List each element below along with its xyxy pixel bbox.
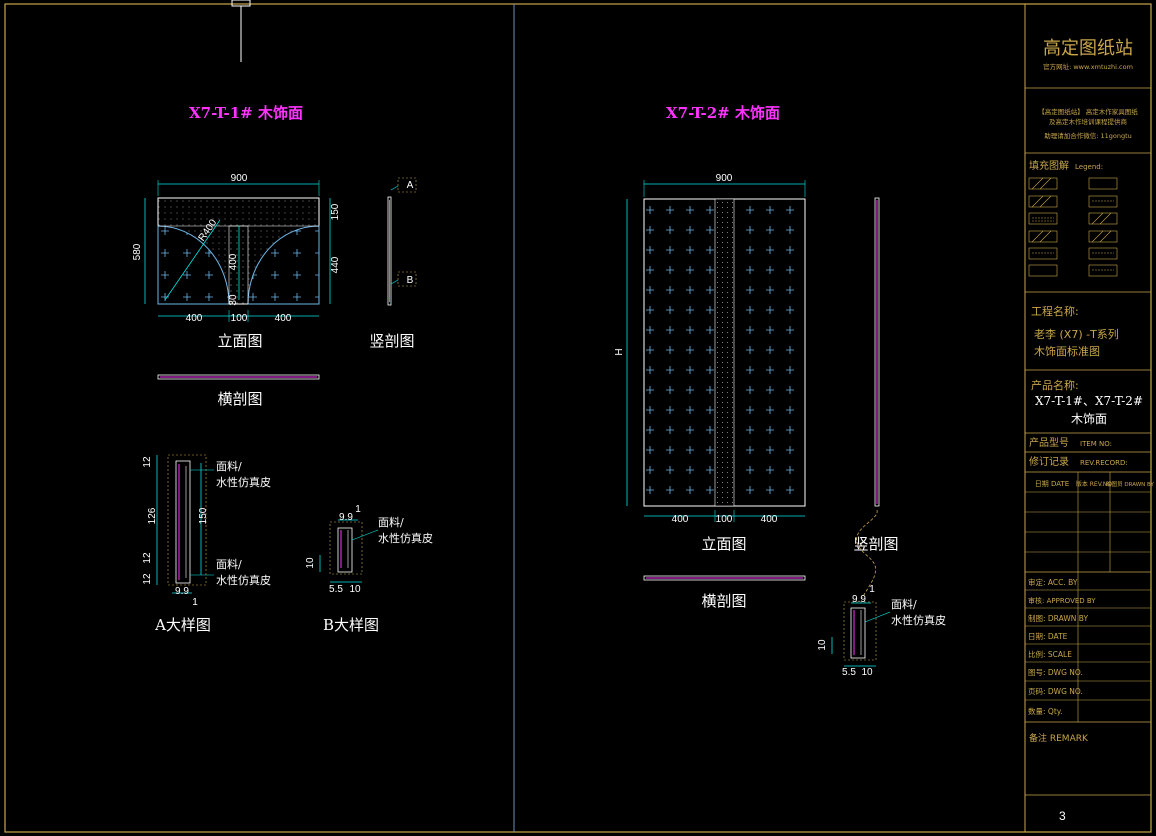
left-horizontal-section: [157, 374, 320, 380]
detail-a-note-top-1: 面料/: [216, 459, 242, 473]
detail-a-dim-150: 150: [198, 507, 209, 524]
row-date: 日期: DATE: [1028, 632, 1068, 641]
right-detail: [831, 601, 891, 667]
right-elevation: [626, 180, 806, 522]
title-block: [1025, 87, 1151, 796]
left-title: X7-T-1# 木饰面: [189, 104, 303, 122]
rev-col-rev: 版本 REV.NO: [1076, 480, 1113, 488]
right-vsection-label: 竖剖图: [853, 535, 898, 553]
row-approved-by: 审核: APPROVED BY: [1028, 596, 1096, 605]
project-value-1: 老李 (X7) -T系列: [1034, 327, 1119, 341]
detail-a-note-top-2: 水性仿真皮: [216, 475, 271, 489]
project-label: 工程名称:: [1031, 304, 1079, 318]
dim-top-band: 150: [330, 203, 341, 220]
rev-col-drawn: 绘图员 DRAWN BY: [1106, 480, 1154, 488]
row-acc-by: 审定: ACC. BY: [1028, 577, 1078, 587]
right-vertical-section: [856, 197, 880, 599]
promo-line-2: 及高定木作培训课程提供商: [1049, 117, 1128, 126]
detail-a-dim-126: 126: [147, 507, 158, 524]
right-detail-dim-5: 5.5: [842, 667, 856, 678]
right-dim-bottom-right: 400: [761, 514, 778, 525]
brand-title: 高定图纸站: [1043, 38, 1133, 59]
dim-bottom-right: 400: [275, 313, 292, 324]
marker-b: B: [407, 275, 414, 286]
detail-a-note-bot-1: 面料/: [216, 557, 242, 571]
page-number: 3: [1059, 809, 1066, 823]
promo-line-1: 【高定图纸站】 高定木作家具图纸: [1038, 107, 1138, 116]
detail-b-note-1: 面料/: [378, 515, 404, 529]
promo-line-3: 助理请加合作微信: 11gongtu: [1044, 131, 1132, 140]
detail-b-dim-5: 5.5: [329, 584, 343, 595]
row-drawn-by: 制图: DRAWN BY: [1028, 613, 1088, 623]
detail-a-dim-1: 1: [192, 597, 198, 608]
sheet-border: [4, 3, 1152, 833]
dim-base: 30: [228, 294, 239, 306]
rev-col-date: 日期 DATE: [1035, 480, 1069, 488]
legend-sub: Legend:: [1075, 163, 1103, 171]
detail-b-dim-10: 10: [349, 584, 361, 595]
revision-sub: REV.RECORD:: [1080, 459, 1128, 467]
right-detail-note-1: 面料/: [891, 597, 917, 611]
left-vsection-label: 竖剖图: [369, 332, 414, 350]
product-value-1: X7-T-1#、X7-T-2#: [1035, 394, 1143, 408]
legend-swatches: [1028, 177, 1118, 277]
brand-website: 官方网址: www.xmtuzhi.com: [1043, 62, 1133, 71]
dim-inner: 400: [228, 253, 239, 270]
right-detail-dim-1: 1: [869, 584, 875, 595]
right-dim-height: H: [614, 348, 625, 355]
right-dim-bottom-mid: 100: [716, 514, 733, 525]
left-elevation: [144, 180, 331, 322]
dim-bottom-mid: 100: [231, 313, 248, 324]
dim-bottom-left: 400: [186, 313, 203, 324]
project-value-2: 木饰面标准图: [1034, 344, 1100, 358]
detail-a-dim-9: 9.9: [175, 586, 189, 597]
top-marker: [231, 0, 251, 7]
detail-a-dim-12c: 12: [142, 573, 153, 585]
detail-a-dim-12a: 12: [142, 456, 153, 468]
left-elevation-label: 立面图: [217, 332, 262, 350]
detail-a: [156, 454, 214, 594]
right-title: X7-T-2# 木饰面: [666, 104, 780, 122]
detail-a-label: A大样图: [154, 616, 211, 634]
right-detail-dim-9: 9.9: [852, 594, 866, 605]
right-detail-dim-10v: 10: [817, 639, 828, 651]
product-value-2: 木饰面: [1071, 412, 1107, 426]
right-detail-dim-10: 10: [861, 667, 873, 678]
detail-a-note-bot-2: 水性仿真皮: [216, 573, 271, 587]
product-label: 产品名称:: [1031, 378, 1079, 392]
legend-title: 填充图解: [1029, 159, 1069, 172]
right-elevation-label: 立面图: [701, 535, 746, 553]
right-dim-bottom-left: 400: [672, 514, 689, 525]
model-label: 产品型号: [1029, 436, 1069, 449]
right-hsection-label: 横剖图: [701, 592, 746, 610]
dim-width: 900: [231, 173, 248, 184]
row-page: 页码: DWG NO.: [1028, 687, 1083, 696]
row-qty: 数量: Qty.: [1028, 706, 1063, 716]
detail-b-label: B大样图: [323, 616, 379, 634]
detail-a-dim-12b: 12: [142, 552, 153, 564]
right-detail-note-2: 水性仿真皮: [891, 613, 946, 627]
left-hsection-label: 横剖图: [217, 390, 262, 408]
revision-label: 修订记录: [1029, 455, 1069, 468]
detail-b: [319, 519, 379, 583]
row-scale: 比例: SCALE: [1028, 649, 1072, 659]
detail-b-dim-9: 9.9: [339, 512, 353, 523]
detail-b-dim-1: 1: [355, 504, 361, 515]
right-horizontal-section: [643, 575, 806, 581]
remark-label: 备注 REMARK: [1029, 732, 1089, 744]
dim-lower: 440: [330, 256, 341, 273]
detail-b-dim-10v: 10: [305, 557, 316, 569]
marker-a: A: [407, 180, 414, 191]
right-dim-width: 900: [716, 173, 733, 184]
model-sub: ITEM NO:: [1080, 440, 1112, 448]
left-vertical-section: [387, 177, 417, 306]
dim-height: 580: [132, 243, 143, 260]
row-dwg-no: 图号: DWG NO.: [1028, 668, 1083, 677]
detail-b-note-2: 水性仿真皮: [378, 531, 433, 545]
